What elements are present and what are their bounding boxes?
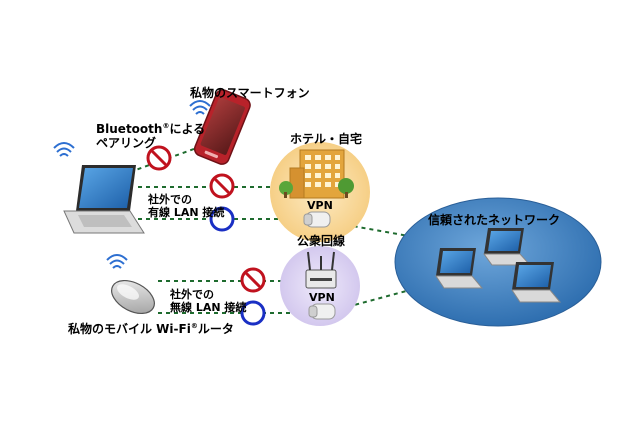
vpn-device-public-icon xyxy=(308,303,336,320)
bluetooth-label-sup: ® xyxy=(162,122,169,130)
trusted-laptop-icon-1 xyxy=(435,248,484,289)
bluetooth-pairing-line xyxy=(129,144,206,173)
smartphone-icon xyxy=(193,89,251,165)
bluetooth-label-line1: Bluetooth®による xyxy=(96,122,205,136)
public-line-label: 公衆回線 xyxy=(297,233,345,248)
wired-label-line1: 社外での xyxy=(147,192,192,206)
public-prohibited-icon xyxy=(240,267,266,293)
public-node xyxy=(280,246,360,326)
wired-allowed-icon xyxy=(209,206,235,232)
vpn-to-trusted-line-2 xyxy=(331,289,411,312)
hotel-building-icon xyxy=(279,149,354,199)
trusted-network-label: 信頼されたネットワーク xyxy=(428,212,560,227)
mobile-router-icon xyxy=(111,279,155,315)
wired-label-line2: 有線 LAN 接続 xyxy=(148,205,224,219)
hotel-label: ホテル・自宅 xyxy=(290,131,362,146)
wireless-label-line1: 社外での xyxy=(169,287,214,301)
wireless-label-line2: 無線 LAN 接続 xyxy=(170,300,246,314)
bluetooth-label-line2: ペアリング xyxy=(96,135,156,150)
bluetooth-label-main: Bluetooth xyxy=(96,122,162,136)
router-wifi-icon xyxy=(106,254,128,269)
router-label-main: 私物のモバイル Wi-Fi xyxy=(67,321,191,336)
smartphone-label: 私物のスマートフォン xyxy=(189,85,310,100)
company-laptop-icon xyxy=(63,165,145,234)
hotel-prohibited-icon xyxy=(209,173,235,199)
router-label-suffix: ルータ xyxy=(198,322,234,336)
wireless-allowed-icon xyxy=(240,300,266,326)
router-label: 私物のモバイル Wi-Fi®ルータ xyxy=(67,321,234,336)
smartphone-wifi-icon xyxy=(189,100,211,115)
trusted-network-node xyxy=(394,197,602,327)
vpn-hotel-label: VPN xyxy=(307,199,333,212)
bluetooth-prohibited-icon xyxy=(146,145,172,171)
vpn-device-hotel-icon xyxy=(303,211,331,228)
wireless-router-icon xyxy=(305,251,337,289)
trusted-laptop-icon-3 xyxy=(511,262,562,303)
laptop-wifi-icon xyxy=(53,142,75,157)
vpn-public-label: VPN xyxy=(309,291,335,304)
router-label-sup: ® xyxy=(191,322,198,330)
hotel-node xyxy=(270,142,370,242)
bluetooth-label-suffix: による xyxy=(169,122,205,136)
